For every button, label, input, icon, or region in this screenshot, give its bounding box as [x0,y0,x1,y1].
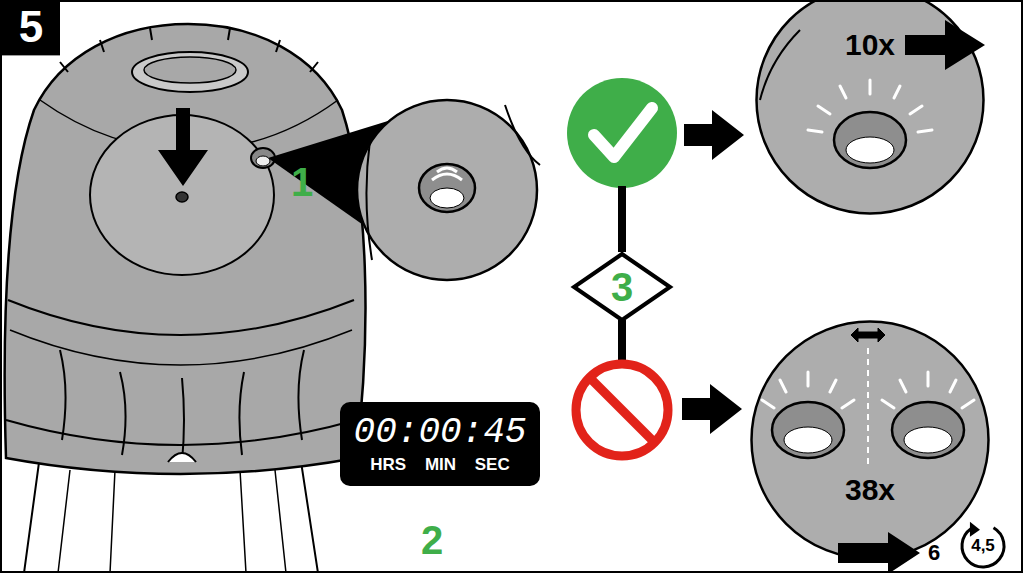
node-text: 38x [845,473,895,506]
node-text: 00:00:45 [354,413,527,453]
step-number-box: 5 [2,0,60,55]
node-subtext: HRS MIN SEC [370,456,509,475]
magnified-view-outline [750,320,990,560]
repeat-steps-icon: 4,5 [959,522,1007,570]
timer-display: 00:00:45HRS MIN SEC [340,402,540,486]
magnified-view: 10x [755,0,985,215]
node-text: 5 [19,3,43,51]
node-text: 3 [611,265,633,309]
magnified-view: 38x [750,320,990,560]
callout-number: 1 [291,160,313,204]
node-text: 10x [845,28,895,61]
step-reference: 6 [928,541,940,565]
decision-diamond: 3 [572,252,672,322]
device-edge [760,30,800,100]
callout-number: 2 [421,518,443,562]
node-text: 4,5 [971,537,995,556]
